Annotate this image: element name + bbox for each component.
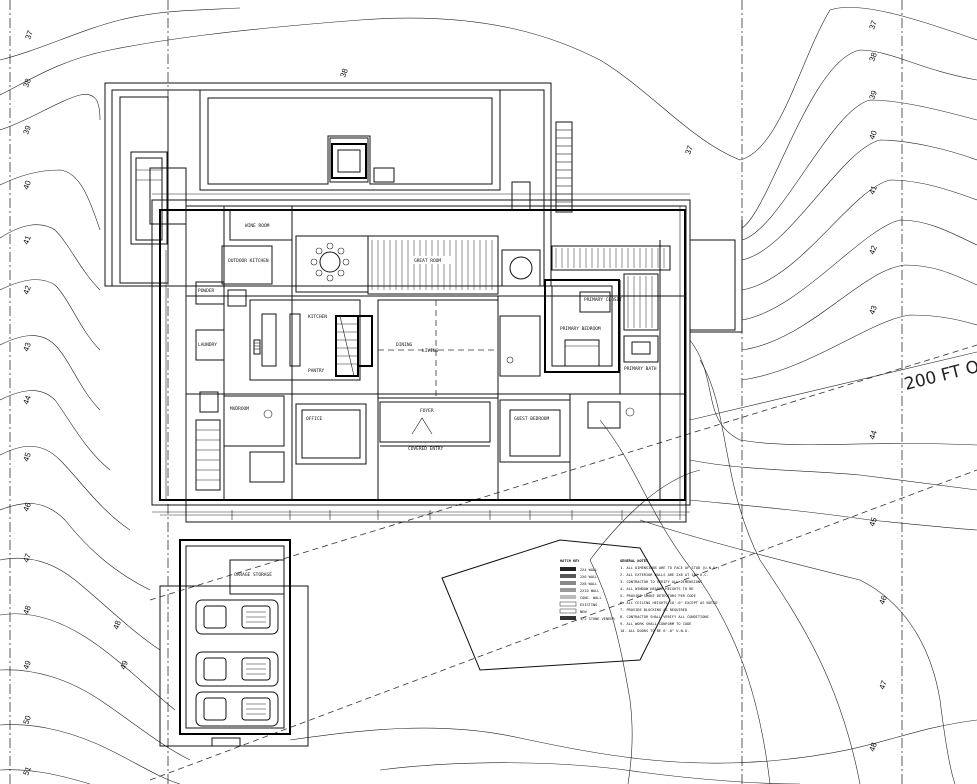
svg-text:46: 46 xyxy=(877,594,889,606)
room-label-primary-bedroom: PRIMARY BEDROOM xyxy=(560,326,601,332)
svg-text:50: 50 xyxy=(21,714,33,726)
svg-text:48: 48 xyxy=(867,741,879,753)
general-note: 5. PROVIDE SMOKE DETECTORS PER CODE xyxy=(620,594,696,598)
general-note: 1. ALL DIMENSIONS ARE TO FACE OF STUD (U… xyxy=(620,566,720,570)
svg-text:47: 47 xyxy=(877,679,889,691)
contour-lines-right xyxy=(589,7,977,784)
svg-text:38: 38 xyxy=(338,67,350,79)
svg-text:44: 44 xyxy=(21,394,33,406)
hatch-key-title: HATCH KEY xyxy=(560,559,580,563)
pool-terrace xyxy=(104,82,573,287)
general-note: 4. ALL WINDOW HEADER HEIGHTS TO BE xyxy=(620,587,694,591)
hatch-key-item: 2X6 WALL xyxy=(580,575,597,579)
svg-text:47: 47 xyxy=(21,552,33,564)
contour-lines-left xyxy=(0,7,977,784)
svg-text:45: 45 xyxy=(21,451,33,463)
room-label-wine: WINE ROOM xyxy=(245,223,270,229)
svg-text:41: 41 xyxy=(867,184,879,196)
svg-text:46: 46 xyxy=(21,501,33,513)
hatch-key-item: 1/2 STONE VENEER xyxy=(580,617,615,621)
general-note: 8. CONTRACTOR SHALL VERIFY ALL CONDITION… xyxy=(620,615,709,619)
garage: GARAGE STORAGE xyxy=(159,539,309,747)
svg-text:37: 37 xyxy=(683,144,695,156)
room-label-living: LIVING xyxy=(422,348,439,354)
general-note: 6. ALL CEILING HEIGHTS 10'-0" EXCEPT AS … xyxy=(620,601,717,605)
room-label-kitchen: KITCHEN xyxy=(308,314,327,320)
main-house: WINE ROOM OUTDOOR KITCHEN xyxy=(151,193,743,523)
room-label-mudroom: MUDROOM xyxy=(230,406,249,412)
general-notes-title: GENERAL NOTES xyxy=(620,559,648,563)
svg-text:42: 42 xyxy=(21,284,33,296)
hatch-key: HATCH KEY 2X4 WALL 2X6 WALL 2X8 WALL 2X1… xyxy=(559,559,615,621)
svg-text:37: 37 xyxy=(867,19,879,31)
general-notes: GENERAL NOTES 1. ALL DIMENSIONS ARE TO F… xyxy=(620,559,720,633)
svg-text:43: 43 xyxy=(867,304,879,316)
svg-text:44: 44 xyxy=(867,429,879,441)
svg-text:38: 38 xyxy=(21,77,33,89)
room-label-great-room: GREAT ROOM xyxy=(414,258,441,264)
general-note: 7. PROVIDE BLOCKING AS REQUIRED xyxy=(620,608,687,612)
room-label-primary-closet: PRIMARY CLOSET xyxy=(584,297,622,303)
room-label-primary-bath: PRIMARY BATH xyxy=(624,366,657,372)
hatch-key-item: EXISTING xyxy=(580,603,597,607)
site-pad-outline xyxy=(441,539,671,671)
svg-text:43: 43 xyxy=(21,341,33,353)
car-icon xyxy=(195,651,279,687)
svg-text:41: 41 xyxy=(21,234,33,246)
room-label-office: OFFICE xyxy=(306,416,323,422)
room-label-dining: DINING xyxy=(396,342,413,348)
hatch-key-item: CONC. WALL xyxy=(580,596,602,600)
svg-text:51: 51 xyxy=(21,765,33,777)
car-icon xyxy=(195,599,279,635)
hatch-key-item: NEW xyxy=(580,610,587,614)
hatch-key-item: 2X8 WALL xyxy=(580,582,597,586)
svg-text:48: 48 xyxy=(111,619,123,631)
car-icon xyxy=(195,691,279,727)
svg-text:49: 49 xyxy=(21,659,33,671)
room-label-foyer: FOYER xyxy=(420,408,434,414)
svg-text:40: 40 xyxy=(21,179,33,191)
svg-text:40: 40 xyxy=(867,129,879,141)
hatch-key-item: 2X10 WALL xyxy=(580,589,599,593)
hatch-key-item: 2X4 WALL xyxy=(580,568,597,572)
svg-text:39: 39 xyxy=(21,124,33,136)
general-note: 2. ALL EXTERIOR WALLS ARE 2X6 AT 16" O.C… xyxy=(620,573,709,577)
svg-text:49: 49 xyxy=(118,659,130,671)
svg-text:39: 39 xyxy=(867,89,879,101)
svg-text:48: 48 xyxy=(21,604,33,616)
svg-text:37: 37 xyxy=(23,29,35,41)
room-label-powder: POWDER xyxy=(198,288,215,294)
room-label-guest-bedroom: GUEST BEDROOM xyxy=(514,416,550,422)
room-label-outdoor-kitchen: OUTDOOR KITCHEN xyxy=(228,258,269,264)
general-note: 3. CONTRACTOR TO VERIFY ALL DIMENSIONS xyxy=(620,580,702,584)
svg-text:42: 42 xyxy=(867,244,879,256)
room-label-pantry: PANTRY xyxy=(308,368,325,374)
svg-text:38: 38 xyxy=(867,51,879,63)
general-note: 9. ALL WORK SHALL CONFORM TO CODE xyxy=(620,622,691,626)
room-label-covered-entry: COVERED ENTRY xyxy=(408,446,444,452)
site-boundaries xyxy=(9,0,977,784)
room-label-laundry: LAUNDRY xyxy=(198,342,217,348)
room-label-garage-storage: GARAGE STORAGE xyxy=(234,572,272,578)
svg-text:45: 45 xyxy=(867,516,879,528)
general-note: 10. ALL DOORS TO BE 6'-8" U.N.O. xyxy=(620,629,689,633)
contour-elevation-labels: 37 38 39 40 41 42 43 44 45 46 47 48 49 5… xyxy=(21,19,889,777)
